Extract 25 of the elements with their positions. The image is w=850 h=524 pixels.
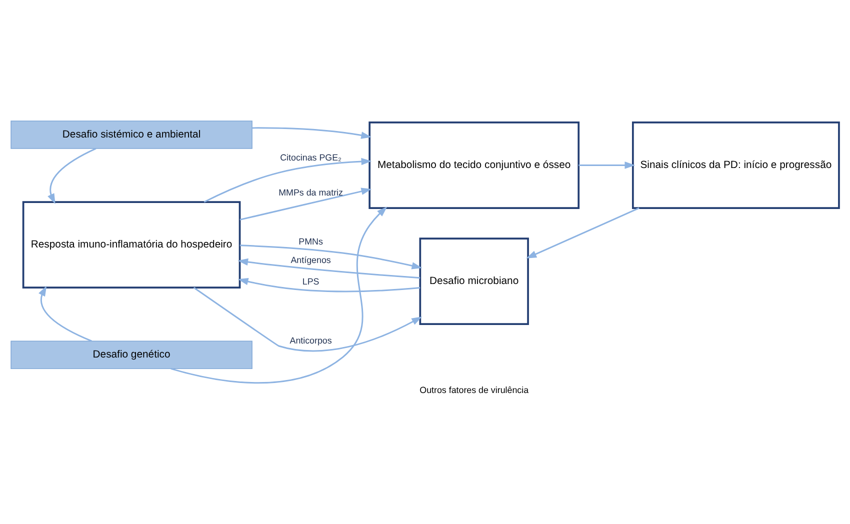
node-box: Metabolismo do tecido conjuntivo e ósseo bbox=[368, 121, 580, 208]
arrow bbox=[240, 244, 422, 269]
arrow bbox=[238, 277, 420, 292]
label: Outros fatores de virulência bbox=[420, 384, 529, 394]
node-box: Desafio microbiano bbox=[419, 237, 529, 324]
edge-label: Anticorpos bbox=[290, 334, 332, 345]
edge-label: MMPs da matriz bbox=[278, 186, 343, 197]
arrow bbox=[170, 206, 388, 384]
node-box: Resposta imuno-inflamatória do hospedeiro bbox=[22, 200, 241, 288]
edge-label: LPS bbox=[302, 276, 320, 286]
edge-label: Citocinas PGE₂ bbox=[280, 152, 342, 162]
arrow bbox=[252, 126, 372, 138]
edge-label: PMNs bbox=[298, 236, 323, 246]
arrow bbox=[193, 286, 422, 352]
arrow bbox=[238, 258, 420, 278]
node-box: Sinais clínicos da PD: início e progressão bbox=[632, 121, 840, 208]
arrow bbox=[578, 161, 636, 168]
node-box: Desafio sistémico e ambiental bbox=[10, 120, 252, 148]
arrow bbox=[38, 285, 92, 342]
arrow bbox=[526, 206, 640, 258]
node-box: Desafio genético bbox=[10, 340, 252, 369]
arrow bbox=[204, 157, 372, 202]
arrow bbox=[240, 187, 372, 220]
arrow bbox=[48, 147, 96, 204]
edge-label: Antígenos bbox=[290, 254, 331, 265]
